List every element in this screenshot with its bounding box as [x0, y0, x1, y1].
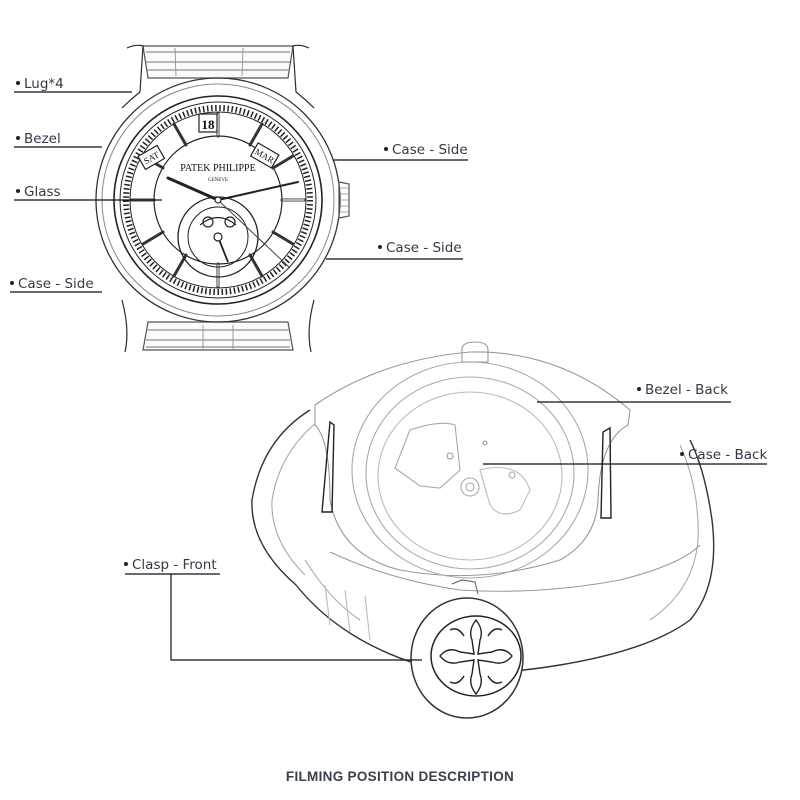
- callout-bezel: Bezel: [16, 131, 61, 147]
- bullet-icon: [16, 189, 20, 193]
- svg-text:GENEVE: GENEVE: [208, 178, 228, 183]
- front-watch-drawing: [95, 44, 350, 353]
- callout-bezel-back: Bezel - Back: [637, 382, 728, 398]
- svg-text:18: 18: [202, 117, 216, 132]
- bullet-icon: [680, 452, 684, 456]
- bullet-icon: [16, 81, 20, 85]
- dial-text: 18 PATEK PHILIPPE GENEVE SAT MAR: [142, 117, 276, 183]
- bullet-icon: [378, 245, 382, 249]
- callout-clasp-front: Clasp - Front: [124, 557, 217, 573]
- bullet-icon: [637, 387, 641, 391]
- callout-case-side-right-1: Case - Side: [384, 142, 468, 158]
- bullet-icon: [10, 281, 14, 285]
- callout-lug: Lug*4: [16, 76, 64, 92]
- callout-case-side-right-2: Case - Side: [378, 240, 462, 256]
- diagram-title: FILMING POSITION DESCRIPTION: [285, 769, 515, 784]
- bullet-icon: [16, 136, 20, 140]
- callout-case-side-left: Case - Side: [10, 276, 94, 292]
- bullet-icon: [124, 562, 128, 566]
- bullet-icon: [384, 147, 388, 151]
- leader-clasp: [170, 574, 422, 661]
- calatrava-cross-icon: [439, 618, 513, 696]
- leader-lines: [10, 91, 767, 661]
- svg-text:PATEK PHILIPPE: PATEK PHILIPPE: [180, 163, 255, 174]
- callout-case-back: Case - Back: [680, 447, 767, 463]
- callout-glass: Glass: [16, 184, 61, 200]
- back-watch-drawing: [251, 341, 715, 719]
